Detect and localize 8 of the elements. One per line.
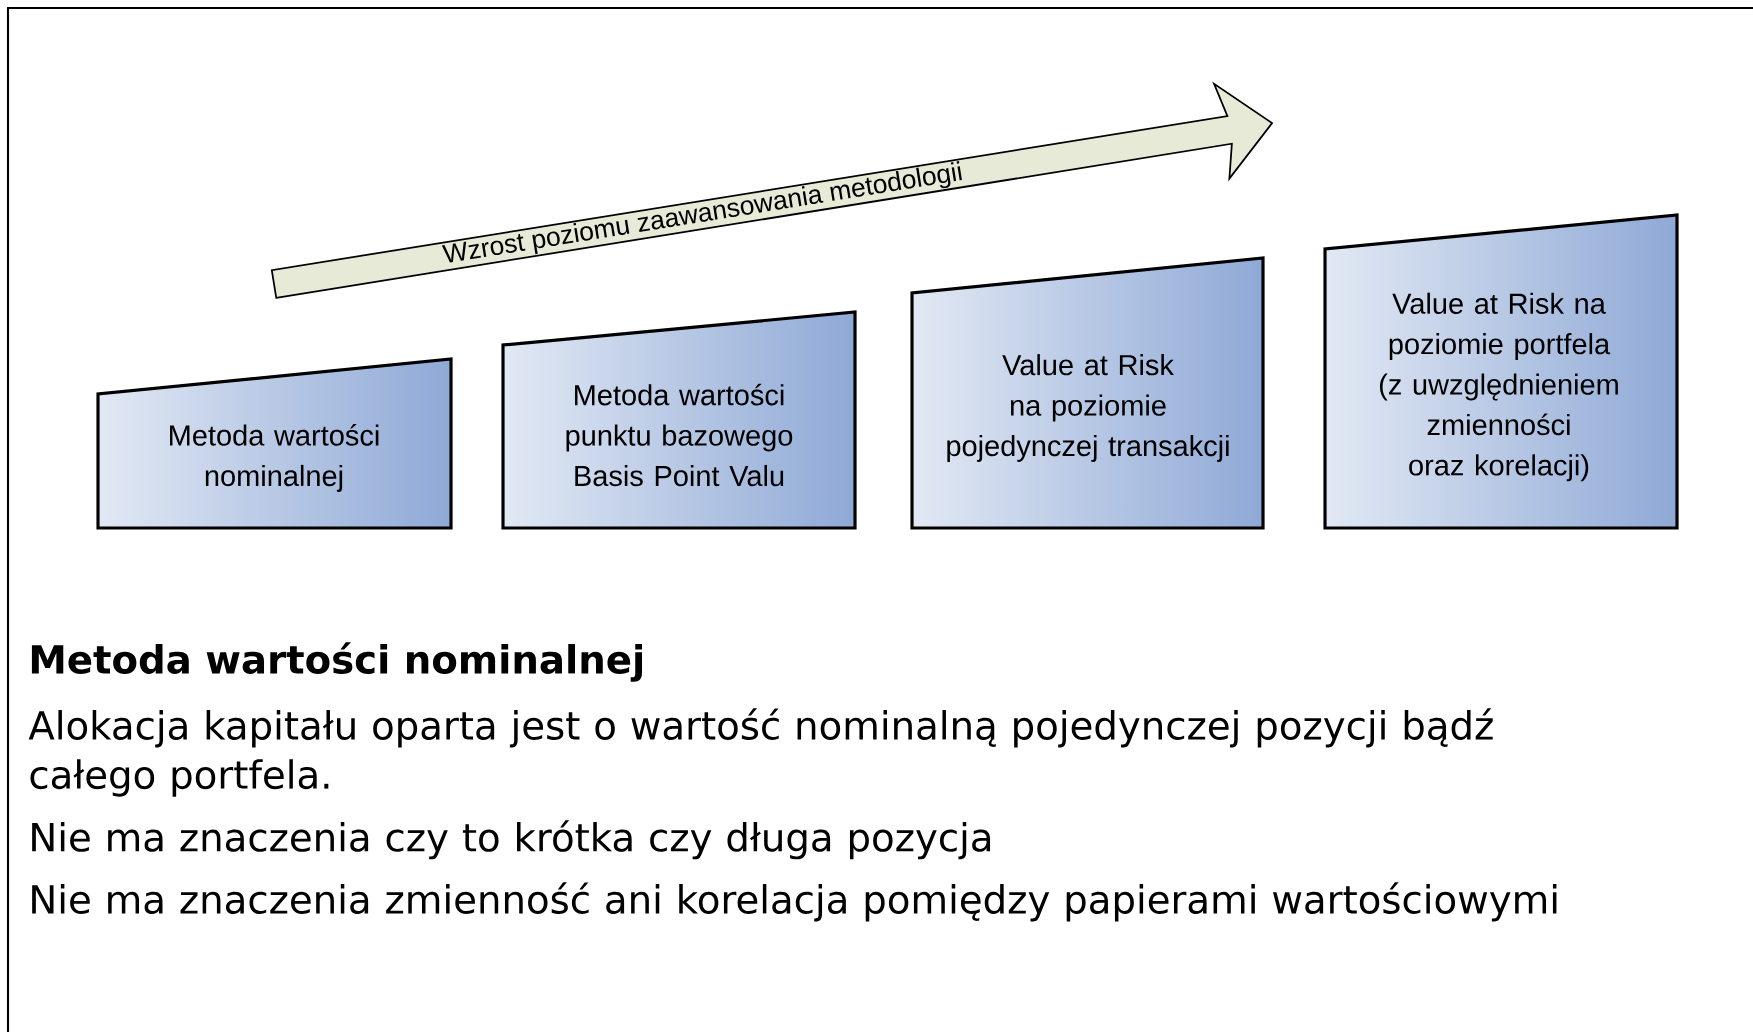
process-box: Value at Risk na poziomie pojedynczej transakcji	[910, 256, 1265, 530]
paragraph: Alokacja kapitału oparta jest o wartość nominalną pojedynczej pozycji bądź całego portfela.	[28, 708, 1493, 797]
process-box: Metoda wartości nominalnej	[96, 357, 453, 530]
process-box: Metoda wartości punktu bazowego Basis Point Valu	[501, 310, 857, 530]
process-box: Value at Risk na poziomie portfela (z uwzględnieniem zmienności oraz korelacji)	[1323, 213, 1679, 530]
heading: Metoda wartości nominalnej	[31, 642, 642, 682]
paragraph: Nie ma znaczenia zmienność ani korelacja pomiędzy papierami wartościowymi	[32, 882, 1557, 922]
paragraph: Nie ma znaczenia czy to krótka czy długa pozycja	[32, 820, 991, 860]
